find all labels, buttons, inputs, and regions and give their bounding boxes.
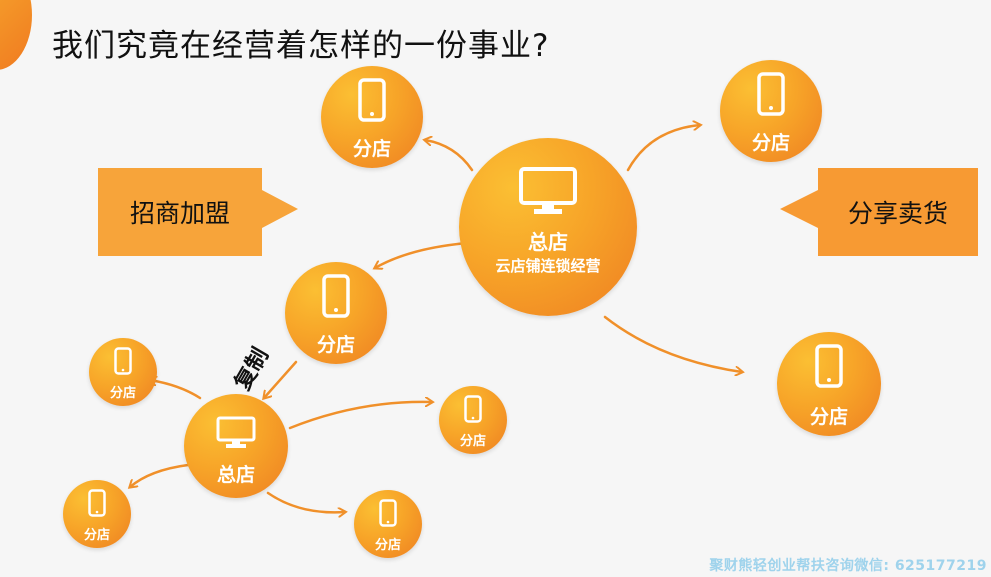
small-branch-node: 分店 (354, 490, 422, 558)
phone-icon (114, 347, 132, 375)
branch-node: 分店 (777, 332, 881, 436)
phone-icon (815, 344, 843, 388)
branch-label: 分店 (374, 538, 401, 553)
hq-main-label: 总店 (528, 230, 568, 254)
branch-label: 分店 (459, 434, 486, 449)
phone-icon (322, 274, 350, 318)
banner-right-shape (780, 168, 978, 256)
page-title: 我们究竟在经营着怎样的一份事业? (52, 28, 550, 64)
phone-icon (464, 395, 482, 423)
branch-node: 分店 (321, 66, 423, 168)
banner-left-shape (98, 168, 298, 256)
arrow-small-to-s1 (150, 380, 202, 400)
branch-node: 分店 (285, 262, 387, 364)
phone-icon (358, 78, 386, 122)
branch-label: 分店 (109, 386, 136, 401)
branch-label: 分店 (316, 334, 355, 356)
phone-icon (757, 72, 785, 116)
arrow-hq-to-branch-1 (425, 140, 474, 172)
monitor-icon (216, 416, 256, 448)
arrow-small-to-s3 (130, 463, 190, 487)
footer-watermark: 聚财熊轻创业帮扶咨询微信: 625177219 (709, 558, 987, 574)
hq-main-sublabel: 云店铺连锁经营 (495, 257, 601, 275)
small-branch-node: 分店 (439, 386, 507, 454)
hq-node-main: 总店 云店铺连锁经营 (459, 138, 637, 316)
arrow-hq-to-branch-2 (626, 125, 700, 172)
hq-node-small: 总店 (184, 394, 288, 498)
monitor-icon (519, 167, 577, 214)
small-branch-node: 分店 (63, 480, 131, 548)
small-branch-node: 分店 (89, 338, 157, 406)
arrow-small-to-s2 (288, 402, 432, 430)
branch-label: 分店 (83, 528, 110, 543)
branch-label: 分店 (809, 406, 848, 428)
branch-label: 分店 (751, 132, 790, 154)
banner-share-sell: 分享卖货 (847, 199, 948, 228)
arrow-small-to-s4 (266, 491, 345, 512)
branch-label: 分店 (352, 138, 391, 160)
banner-franchise: 招商加盟 (129, 199, 230, 228)
arrow-hq-to-branch-4 (603, 315, 742, 372)
phone-icon (88, 489, 106, 517)
branch-node: 分店 (720, 60, 822, 162)
phone-icon (379, 499, 397, 527)
arrow-hq-to-branch-3 (375, 241, 470, 268)
arrow-copy (264, 360, 298, 398)
hq-small-label: 总店 (216, 464, 255, 486)
